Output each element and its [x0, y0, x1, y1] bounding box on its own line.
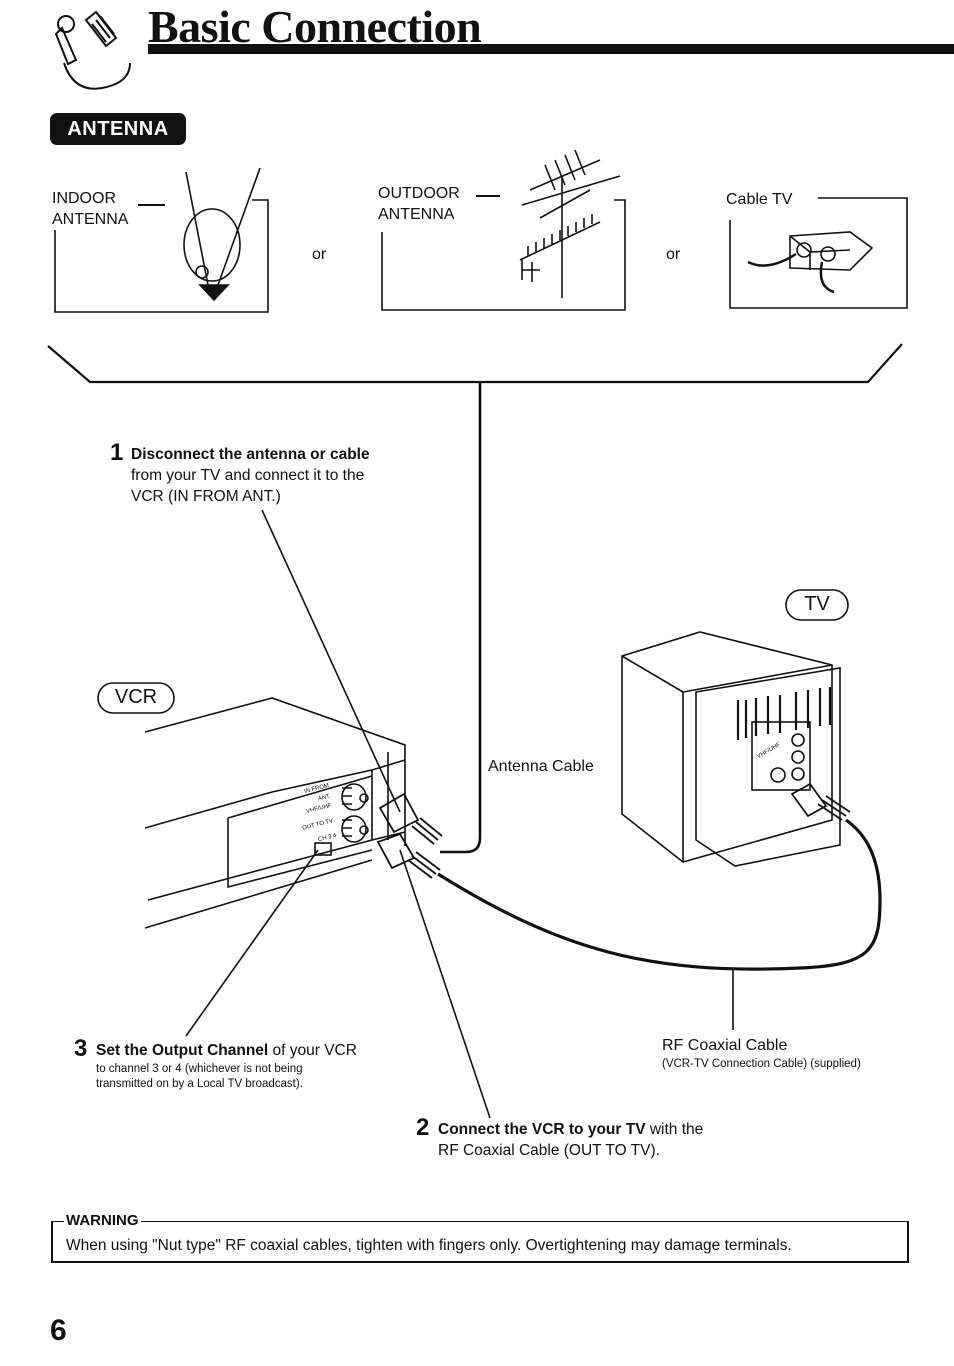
indoor-antenna-icon [183, 167, 261, 302]
rf-plug-vcr [376, 832, 441, 879]
antenna-plug [378, 792, 443, 845]
tv-label-frame [785, 589, 849, 621]
step1-text: Disconnect the antenna or cable from you… [131, 446, 370, 505]
section-badge: ANTENNA [50, 113, 186, 145]
or-label-2: or [666, 246, 681, 263]
outdoor-antenna-box [381, 149, 626, 311]
cable-tv-label: Cable TV [726, 191, 793, 208]
step3-number: 3 [74, 1035, 88, 1062]
step3-text: Set the Output Channel of your VCR [96, 1042, 357, 1059]
antenna-cable-label: Antenna Cable [488, 758, 594, 775]
step2-number: 2 [416, 1114, 430, 1141]
warning-text: When using "Nut type" RF coaxial cables,… [66, 1237, 792, 1254]
vcr-jack-in [341, 783, 369, 811]
rf-cable-label: RF Coaxial Cable [662, 1037, 788, 1054]
vcr-drawing [144, 697, 443, 929]
warning-title: WARNING [64, 1212, 141, 1229]
plug-icon [54, 10, 131, 90]
rf-plug-tv [790, 782, 851, 821]
page-number: 6 [50, 1314, 67, 1347]
antenna-cable-line [440, 382, 482, 854]
tv-drawing [621, 631, 851, 867]
vcr-label: VCR [114, 686, 158, 708]
warning-box [51, 1221, 909, 1263]
cable-splitter-icon [747, 231, 874, 294]
indoor-antenna-box [54, 167, 269, 313]
cable-tv-box [729, 197, 908, 309]
step3-subtext: to channel 3 or 4 (whichever is not bein… [96, 1063, 303, 1090]
rf-cable-sublabel: (VCR-TV Connection Cable) (supplied) [662, 1058, 861, 1070]
step2-text: Connect the VCR to your TV with the RF C… [438, 1121, 704, 1159]
tv-label: TV [804, 593, 830, 615]
outdoor-antenna-label: OUTDOOR ANTENNA [378, 185, 460, 223]
channel-switch [314, 842, 332, 856]
vcr-jack-out [341, 815, 369, 843]
page-title: Basic Connection [148, 1, 482, 52]
or-label-1: or [312, 246, 327, 263]
rf-coaxial-cable [437, 818, 882, 971]
step1-number: 1 [110, 439, 124, 466]
step1-leader [261, 509, 401, 813]
step2-leader [399, 849, 491, 1119]
antenna-bracket [47, 343, 903, 384]
title-rule [148, 44, 954, 54]
indoor-antenna-label: INDOOR ANTENNA [52, 190, 129, 228]
outdoor-antenna-icon [519, 149, 621, 298]
step3-leader [185, 849, 319, 1037]
vcr-label-frame [97, 682, 175, 714]
